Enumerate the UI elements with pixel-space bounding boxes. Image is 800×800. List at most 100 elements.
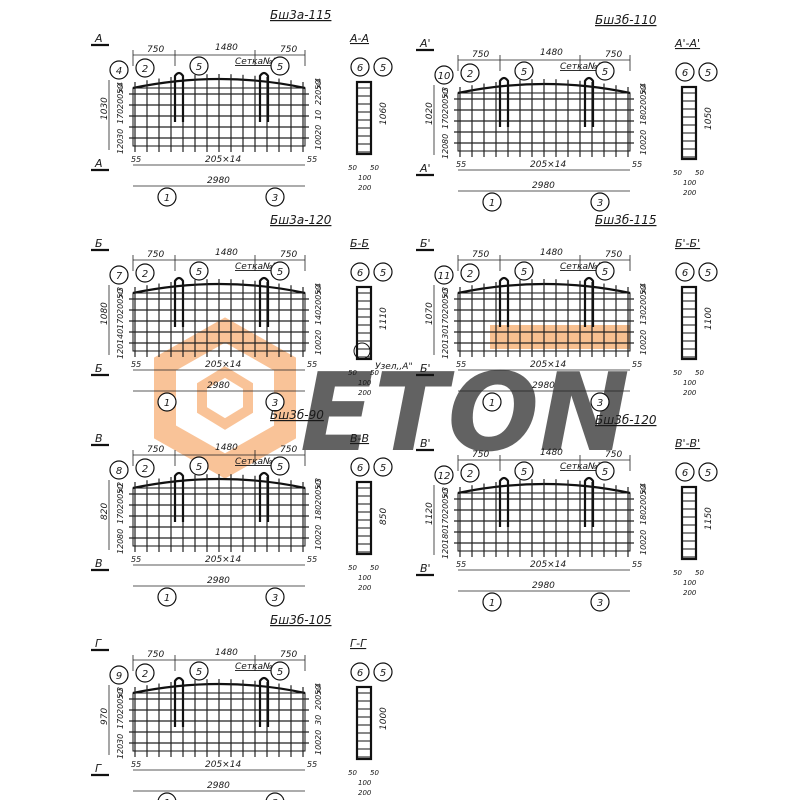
height-label: 1020 xyxy=(425,102,435,125)
axis-3-bubble: 3 xyxy=(265,187,285,207)
side-bar-tag-circle xyxy=(373,57,393,77)
axis-3-bubble-circle xyxy=(265,587,285,607)
frame-tag-label: 6 xyxy=(357,668,363,679)
mesh-tag: 2 xyxy=(460,63,480,83)
axis-1-bubble-label: 1 xyxy=(489,198,495,209)
axis-3-bubble-label: 3 xyxy=(272,193,278,204)
side-bar-tag-label: 5 xyxy=(380,268,386,279)
total-length-label: 2980 xyxy=(207,176,230,186)
axis-1-bubble-circle xyxy=(482,392,502,412)
axis-1-bubble-circle xyxy=(157,792,177,800)
left-dimension-label: 130 xyxy=(441,329,450,344)
side-bottom-d: 200 xyxy=(358,184,372,192)
edge-right-label: 55 xyxy=(307,155,317,164)
bar-tag-right: 5 xyxy=(270,261,290,281)
bar-tag-left: 5 xyxy=(189,661,209,681)
side-section-outline xyxy=(680,85,698,161)
left-dimension-label: 50 xyxy=(116,289,125,299)
right-dimension-label: 50 xyxy=(314,80,323,90)
section-mark-bottom: В' xyxy=(420,562,431,575)
axis-1-bubble-circle xyxy=(157,587,177,607)
side-height-label: 1110 xyxy=(379,307,389,330)
edge-left-label: 55 xyxy=(456,560,466,569)
axis-1-bubble: 1 xyxy=(482,392,502,412)
side-bottom-a: 50 xyxy=(348,164,357,172)
bar-tag-right-circle xyxy=(595,61,615,81)
mesh-label: Сетка№1 xyxy=(235,57,278,67)
bar-tag-right-label: 5 xyxy=(602,267,608,278)
bar-tag-right: 5 xyxy=(270,456,290,476)
section-mark-bottom: Г xyxy=(95,762,102,775)
left-dimension-label: 170 xyxy=(116,509,125,524)
grid-spacing-label: 205×14 xyxy=(205,360,241,370)
left-dimension-label: 120 xyxy=(441,144,450,159)
frame-tag-label: 6 xyxy=(682,68,688,79)
bar-tag-left-circle xyxy=(514,261,534,281)
side-bottom-b: 50 xyxy=(695,169,704,177)
side-bottom-d: 200 xyxy=(358,389,372,397)
total-length-label: 2980 xyxy=(532,381,555,391)
edge-left-label: 55 xyxy=(131,360,141,369)
bar-tag-right-circle xyxy=(270,456,290,476)
mesh-left-tag-circle xyxy=(434,265,454,285)
axis-3-bubble: 3 xyxy=(265,792,285,800)
mesh-left-tag-circle xyxy=(109,265,129,285)
axis-3-bubble-label: 3 xyxy=(272,593,278,604)
axis-3-bubble: 3 xyxy=(590,192,610,212)
axis-1-bubble: 1 xyxy=(157,392,177,412)
mesh-left-tag-label: 7 xyxy=(116,271,123,282)
node-callout-label: Узел,,А" xyxy=(375,362,413,372)
frame-tag-circle xyxy=(675,462,695,482)
edge-left-label: 55 xyxy=(131,555,141,564)
mesh-tag: 2 xyxy=(135,263,155,283)
axis-3-bubble: 3 xyxy=(590,392,610,412)
lifting-loop xyxy=(583,276,595,327)
side-bottom-a: 50 xyxy=(348,369,357,377)
bar-tag-right-label: 5 xyxy=(277,267,283,278)
bar-tag-left-label: 5 xyxy=(196,462,202,473)
edge-right-label: 55 xyxy=(307,360,317,369)
bar-tag-left-circle xyxy=(189,261,209,281)
axis-3-bubble: 3 xyxy=(265,587,285,607)
panel-title: Бш3а-120 xyxy=(270,213,332,227)
side-bar-tag-circle xyxy=(373,662,393,682)
edge-right-label: 55 xyxy=(307,555,317,564)
right-dimension-label: 140 xyxy=(314,310,323,325)
axis-3-bubble-label: 3 xyxy=(597,198,603,209)
total-length-label: 2980 xyxy=(532,581,555,591)
mesh-tag-circle xyxy=(135,458,155,478)
side-bottom-b: 50 xyxy=(695,369,704,377)
axis-1-bubble-label: 1 xyxy=(164,593,170,604)
right-dimension-label: 100 xyxy=(314,135,323,150)
total-length-label: 2980 xyxy=(207,381,230,391)
frame-tag-circle xyxy=(350,457,370,477)
axis-1-bubble: 1 xyxy=(482,192,502,212)
height-label: 1120 xyxy=(425,502,435,525)
mesh-tag-label: 2 xyxy=(142,669,148,680)
edge-left-label: 55 xyxy=(131,155,141,164)
axis-1-bubble-label: 1 xyxy=(489,598,495,609)
span-right-label: 750 xyxy=(605,450,622,460)
frame-tag-label: 6 xyxy=(682,268,688,279)
side-bottom-c: 100 xyxy=(683,579,697,587)
span-right-label: 750 xyxy=(280,250,297,260)
panel-title: Бш3а-115 xyxy=(270,8,331,22)
left-dimension-label: 180 xyxy=(441,529,450,544)
right-dimension-label: 20 xyxy=(314,730,323,740)
side-bottom-d: 200 xyxy=(358,789,372,797)
left-dimension-label: 50 xyxy=(116,84,125,94)
side-section-outline xyxy=(355,285,373,361)
left-dimension-label: 50 xyxy=(116,689,125,699)
side-bar-tag-label: 5 xyxy=(380,668,386,679)
bar-tag-left-circle xyxy=(514,61,534,81)
span-left-label: 750 xyxy=(147,445,164,455)
mesh-tag-label: 2 xyxy=(142,64,148,75)
mesh-tag-label: 2 xyxy=(467,269,473,280)
right-dimension-label: 100 xyxy=(639,340,648,355)
right-dimension-label: 20 xyxy=(314,525,323,535)
